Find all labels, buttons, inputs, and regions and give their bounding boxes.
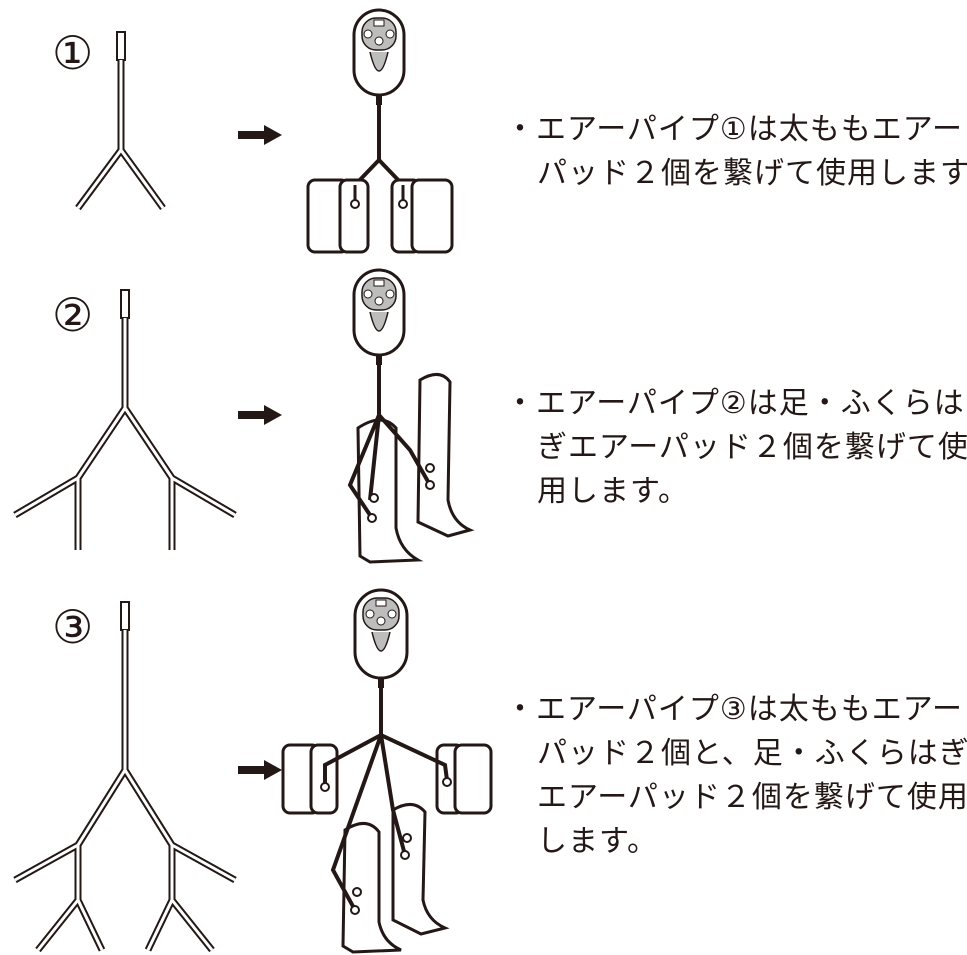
- row-1: ①: [0, 0, 967, 260]
- row3-assembly: [281, 588, 493, 954]
- desc-line: ・エアーパイプ②は足・ふくらは: [505, 386, 965, 421]
- desc-line: ぎエアーパッド２個を繋げて使: [537, 430, 967, 465]
- controller-icon: [352, 8, 406, 105]
- description-1: ・エアーパイプ①は太ももエアー パッド２個を繋げて使用します。: [505, 108, 967, 196]
- arrow-right-icon: [238, 760, 282, 780]
- controller-icon: [352, 268, 406, 365]
- desc-line: 用します。: [537, 474, 689, 509]
- description-2: ・エアーパイプ②は足・ふくらは ぎエアーパッド２個を繋げて使 用します。: [505, 382, 967, 514]
- air-pipe-1-icon: [75, 31, 166, 211]
- controller-icon: [353, 588, 409, 688]
- air-pipe-3-icon: [13, 601, 237, 953]
- description-3: ・エアーパイプ③は太ももエアー パッド２個と、足・ふくらはぎ エアーパッド２個を…: [505, 688, 967, 864]
- desc-line: します。: [537, 824, 658, 859]
- pipe-number-2: ②: [52, 288, 94, 342]
- arrow-right-icon: [238, 405, 282, 425]
- desc-line: ・エアーパイプ①は太ももエアー: [505, 112, 963, 147]
- row2-assembly: [347, 268, 475, 564]
- desc-line: エアーパッド２個を繋げて使用: [537, 780, 967, 815]
- thigh-pad-icon: [306, 178, 454, 254]
- row1-assembly: [306, 8, 454, 254]
- row-3: ③: [0, 570, 967, 955]
- arrow-right-icon: [238, 125, 282, 145]
- desc-line: ・エアーパイプ③は太ももエアー: [505, 692, 963, 727]
- desc-line: パッド２個と、足・ふくらはぎ: [537, 736, 967, 771]
- desc-line: パッド２個を繋げて使用します。: [537, 156, 967, 191]
- calf-boot-icon: [341, 803, 450, 954]
- air-pipe-2-icon: [13, 289, 237, 550]
- pipe-number-3: ③: [52, 600, 94, 654]
- pipe-number-1: ①: [52, 26, 94, 80]
- row-2: ②: [0, 260, 967, 570]
